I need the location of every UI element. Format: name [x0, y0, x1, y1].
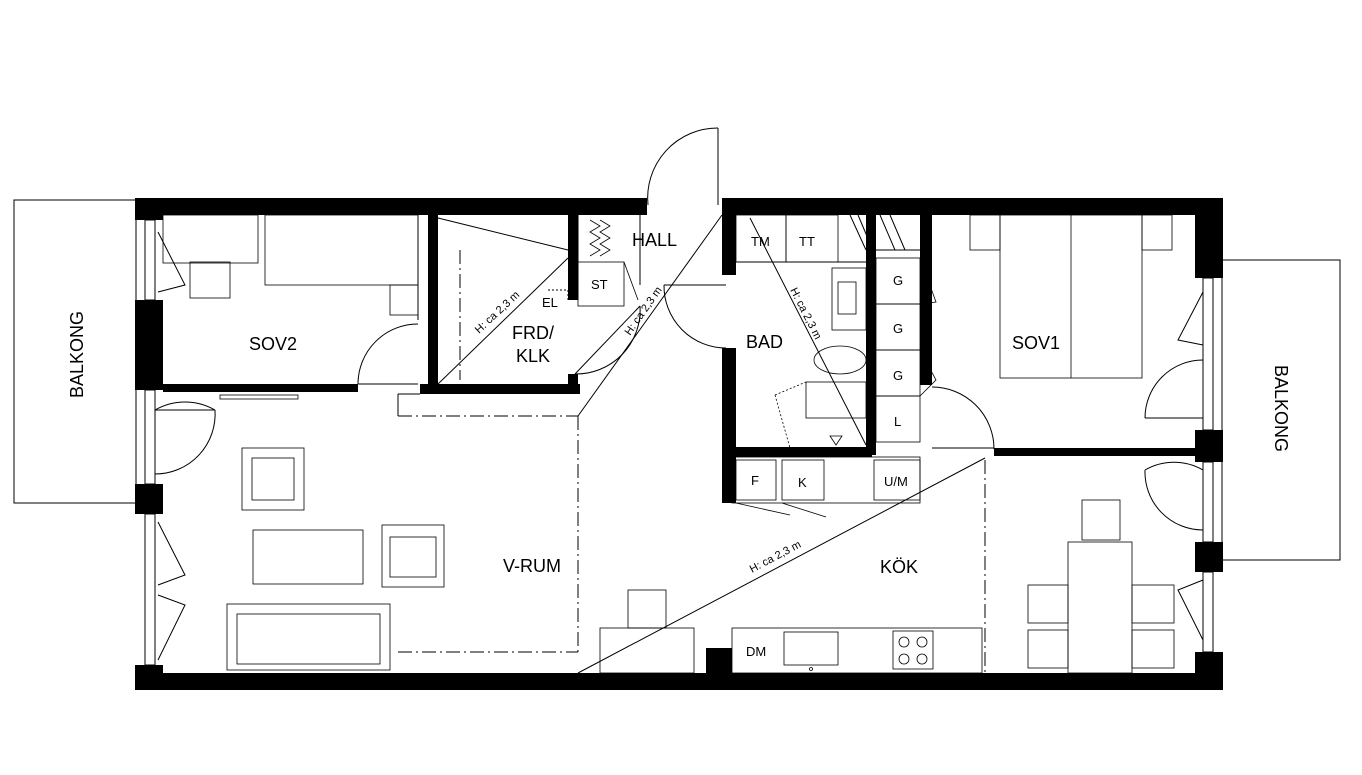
room-label-frd-1: FRD/ [512, 323, 554, 343]
fixture-label-g2: G [893, 321, 903, 336]
room-label-balkong-left: BALKONG [67, 311, 87, 398]
fixture-label-st: ST [591, 277, 608, 292]
outer-walls [135, 198, 1223, 690]
interior-walls [163, 215, 1195, 503]
furniture [162, 214, 1175, 674]
room-label-vrum: V-RUM [503, 556, 561, 576]
room-label-frd-2: KLK [516, 346, 550, 366]
fixture-label-f: F [751, 473, 759, 488]
fixture-label-g3: G [893, 368, 903, 383]
ceiling-diagonals [437, 214, 986, 674]
room-label-hall: HALL [632, 230, 677, 250]
fixture-label-k: K [798, 475, 807, 490]
ceiling-height-kok: H: ca 2,3 m [748, 539, 803, 576]
ceiling-height-hall: H: ca 2,3 m [623, 285, 665, 338]
windows-left [144, 219, 156, 666]
windows-right [1202, 277, 1214, 653]
balcony-right [1221, 259, 1341, 561]
doors [154, 127, 1204, 661]
fixture-label-tt: TT [799, 234, 815, 249]
bath-hatch [849, 214, 906, 251]
fixture-label-g1: G [893, 273, 903, 288]
fixture-label-dm: DM [746, 644, 766, 659]
room-label-kok: KÖK [880, 557, 918, 577]
fixture-label-l: L [894, 414, 901, 429]
fixture-label-tm: TM [751, 234, 770, 249]
room-label-balkong-right: BALKONG [1271, 365, 1291, 452]
ceiling-height-bad: H: ca 2,3 m [787, 286, 823, 342]
fixture-label-um: U/M [884, 474, 908, 489]
open-plan-boundaries [398, 250, 986, 673]
room-label-sov1: SOV1 [1012, 333, 1060, 353]
room-label-sov2: SOV2 [249, 334, 297, 354]
room-label-bad: BAD [746, 332, 783, 352]
fixture-label-el: EL [542, 295, 558, 310]
el-panel [548, 289, 569, 300]
